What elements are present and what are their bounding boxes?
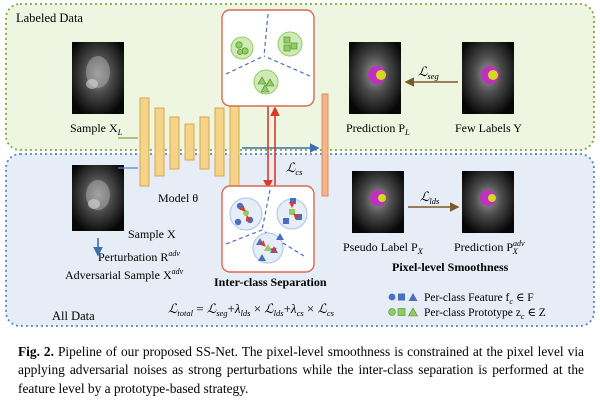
- legend-feature-square: [398, 293, 405, 301]
- model-label: Model θ: [158, 191, 198, 205]
- sample-xl-image: [72, 42, 124, 114]
- sample-x-label: Sample X: [128, 227, 176, 241]
- sample-xl-label: Sample XL: [70, 121, 123, 137]
- encoder-block-7: [229, 97, 240, 187]
- labeled-data-title: Labeled Data: [16, 11, 83, 25]
- inter-class-separation-title: Inter-class Separation: [214, 275, 327, 289]
- perturbation-label: Perturbation Radv: [98, 249, 180, 264]
- legend-prototype-circle: [388, 308, 396, 316]
- caption-text: Pipeline of our proposed SS-Net. The pix…: [18, 344, 584, 396]
- encoder-block-5: [199, 116, 210, 170]
- prototype-circle: [235, 41, 243, 49]
- pixel-level-smoothness-title: Pixel-level Smoothness: [392, 260, 509, 274]
- pseudo-label-label: Pseudo Label PX: [343, 240, 424, 256]
- sample-x-image: [72, 165, 124, 231]
- figure-caption: Fig. 2. Pipeline of our proposed SS-Net.…: [18, 343, 584, 398]
- model-network: [139, 93, 329, 197]
- adversarial-sample-label: Adversarial Sample Xadv: [65, 267, 184, 282]
- prediction-pl-label: Prediction PL: [346, 121, 410, 137]
- prediction-pl-image: [349, 42, 401, 114]
- few-labels-image: [462, 42, 514, 114]
- prediction-pxadv-image: [462, 171, 514, 233]
- legend-prototype-triangle: [407, 307, 419, 317]
- decoder-output-block: [321, 93, 329, 197]
- few-labels-label: Few Labels Y: [455, 121, 522, 135]
- pipeline-figure: Labeled Data All Data Sample XL Sample X…: [5, 3, 595, 327]
- legend-prototype-square: [397, 308, 406, 316]
- total-loss-equation: ℒtotal = ℒseg+λlds × ℒlds+λcs × ℒcs: [168, 301, 335, 318]
- encoder-block-1: [139, 97, 150, 187]
- all-data-title: All Data: [52, 309, 95, 323]
- legend-feature-triangle: [408, 293, 418, 301]
- encoder-block-3: [169, 116, 180, 170]
- feature-space-box: [221, 185, 315, 273]
- prototype-space-box: [221, 9, 315, 107]
- encoder-block-2: [154, 107, 165, 177]
- encoder-block-4: [184, 123, 195, 161]
- legend-prototype-label: Per-class Prototype zc∈ Z: [424, 307, 546, 321]
- legend: Per-class Feature fc∈ F Per-class Protot…: [388, 292, 546, 321]
- prototype-triangle: [257, 76, 267, 85]
- legend-feature-circle: [388, 293, 396, 301]
- prototype-square: [283, 36, 291, 44]
- pseudo-label-image: [352, 171, 404, 233]
- caption-label: Fig. 2.: [18, 344, 54, 359]
- feature-square: [290, 198, 296, 204]
- encoder-block-6: [214, 107, 225, 177]
- legend-feature-label: Per-class Feature fc∈ F: [424, 292, 534, 306]
